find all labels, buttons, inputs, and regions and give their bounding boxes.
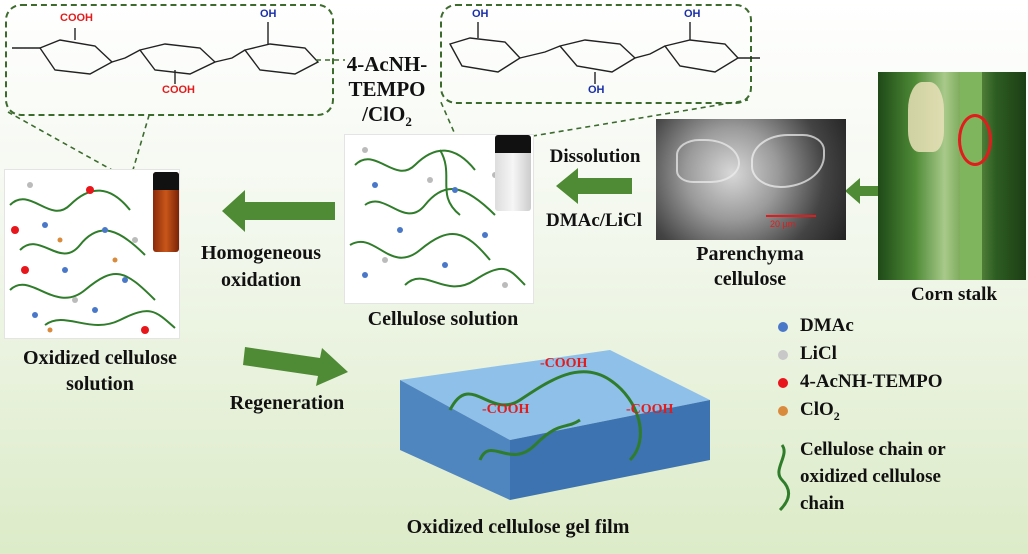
cooh-bottom-label: COOH <box>162 84 195 96</box>
parenchyma-label: Parenchyma cellulose <box>696 243 804 290</box>
cellulose-vial <box>495 135 531 211</box>
oxidized-cellulose-structure <box>12 22 320 84</box>
arrow-regeneration <box>243 347 348 386</box>
legend-licl-dot <box>778 350 788 360</box>
arrow-to-parenchyma <box>845 178 880 204</box>
gel-cooh-right: -COOH <box>626 402 674 417</box>
oxidized-solution-label: Oxidized cellulose solution <box>23 347 177 395</box>
cellulose-solution-label: Cellulose solution <box>367 308 519 330</box>
oh-label-c: OH <box>588 84 605 96</box>
solvent-label: DMAc/LiCl <box>545 210 643 231</box>
legend-clo2-label: ClO2 <box>800 399 840 423</box>
gel-cooh-left: -COOH <box>482 402 530 417</box>
dissolution-label: Dissolution <box>549 146 641 167</box>
process-arrows <box>222 168 880 386</box>
legend-dmac-label: DMAc <box>800 315 854 336</box>
corn-stalk-label: Corn stalk <box>910 284 998 305</box>
arrow-oxidation <box>222 190 335 232</box>
cellulose-structure-box <box>440 4 752 104</box>
legend-dmac-dot <box>778 322 788 332</box>
arrow-dissolution <box>556 168 632 204</box>
gel-film: -COOH -COOH -COOH <box>380 340 710 500</box>
regeneration-label: Regeneration <box>229 392 345 414</box>
corn-stalk-photo <box>878 72 1026 280</box>
gel-film-label: Oxidized cellulose gel film <box>406 516 630 538</box>
reagent-label: 4-AcNH- TEMPO /ClO2 <box>346 52 428 130</box>
homogeneous-oxidation-label: Homogeneous oxidation <box>201 242 321 291</box>
cellulose-solution-panel <box>345 135 533 303</box>
cellulose-structure <box>448 22 760 84</box>
oxidized-vial <box>153 172 179 252</box>
parenchyma-sem-image: 20 μm <box>656 119 846 240</box>
oh-label-b: OH <box>472 8 489 20</box>
oh-label-a: OH <box>260 8 277 20</box>
legend-tempo-label: 4-AcNH-TEMPO <box>800 371 943 392</box>
sem-scale-label: 20 μm <box>770 219 796 229</box>
oh-label-d: OH <box>684 8 701 20</box>
legend-clo2-dot <box>778 406 788 416</box>
gel-cooh-top: -COOH <box>540 356 588 371</box>
oxidized-solution-panel <box>5 170 179 338</box>
oxidized-structure-box <box>5 4 334 116</box>
cooh-top-label: COOH <box>60 12 93 24</box>
legend-licl-label: LiCl <box>800 343 837 364</box>
legend-tempo-dot <box>778 378 788 388</box>
legend-chain-label: Cellulose chain or oxidized cellulose ch… <box>800 439 946 514</box>
